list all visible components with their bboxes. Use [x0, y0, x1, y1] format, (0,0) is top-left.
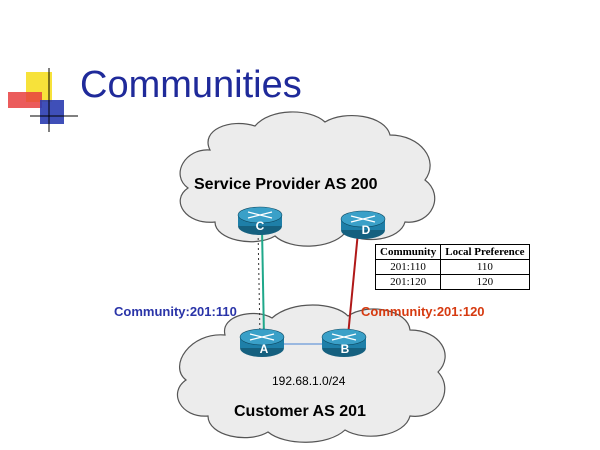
- table-header-community: Community: [374, 244, 442, 260]
- local-preference-table: Community Local Preference 201:110 110 2…: [374, 244, 530, 290]
- table-cell-community: 201:120: [374, 274, 442, 290]
- router-c[interactable]: [237, 206, 283, 235]
- table-header-row: Community Local Preference: [374, 244, 530, 260]
- table-row: 201:110 110: [374, 259, 530, 275]
- router-b[interactable]: [321, 328, 367, 357]
- router-d-label: D: [361, 223, 371, 237]
- router-a[interactable]: [239, 328, 285, 357]
- table-header-local-preference: Local Preference: [440, 244, 530, 260]
- right-community-label: Community:201:120: [361, 304, 485, 319]
- table-cell-community: 201:110: [374, 259, 442, 275]
- title-decoration: [8, 68, 78, 132]
- slide-title: Communities: [80, 64, 302, 106]
- customer-cloud-label: Customer AS 201: [234, 403, 366, 420]
- left-community-label: Community:201:110: [114, 304, 237, 319]
- router-a-label: A: [259, 342, 269, 356]
- table-cell-local-preference: 120: [440, 274, 530, 290]
- router-d[interactable]: [340, 210, 386, 239]
- link-b-d: [347, 231, 359, 337]
- provider-cloud-label: Service Provider AS 200: [194, 176, 378, 193]
- table-row: 201:120 120: [374, 274, 530, 290]
- router-c-label: C: [255, 219, 265, 233]
- table-cell-local-preference: 110: [440, 259, 530, 275]
- customer-prefix-label: 192.68.1.0/24: [272, 374, 346, 388]
- router-b-label: B: [340, 342, 350, 356]
- link-a-c: [261, 227, 265, 339]
